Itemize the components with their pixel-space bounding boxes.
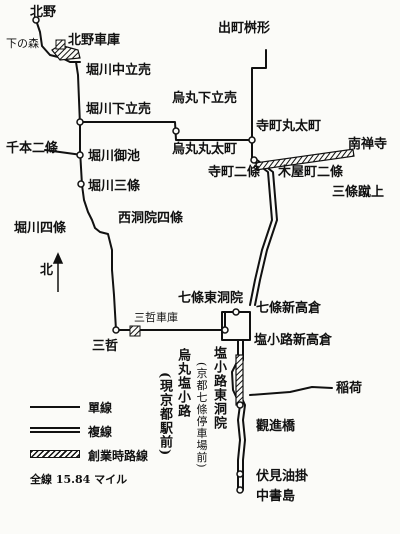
label-horikawa-sanjo: 堀川三條 <box>88 179 141 194</box>
line-shimodachiuri <box>79 121 251 141</box>
line-loop <box>221 311 251 341</box>
label-teramachi-nijo: 寺町二條 <box>208 165 261 180</box>
label-inari: 稲荷 <box>336 381 363 396</box>
label-teramachi-marutamachi: 寺町丸太町 <box>256 119 322 134</box>
stop-teramachi-marutamachi <box>248 136 256 144</box>
label-karasuma-shiokoji: 烏丸塩小路 <box>175 348 190 418</box>
legend-original-swatch <box>30 450 80 458</box>
label-shiokoji-shintakakura: 塩小路新高倉 <box>254 333 333 348</box>
stop-horikawa-oike <box>76 151 84 159</box>
line-demachi <box>251 49 267 161</box>
legend-double-swatch <box>30 427 80 433</box>
line-horikawa <box>75 61 117 331</box>
legend-double-label: 複線 <box>88 425 113 439</box>
stop-horikawa-shimodachiuri <box>76 118 84 126</box>
label-karasuma-shimodachiuri: 烏丸下立売 <box>172 91 238 106</box>
legend-single: 單線 <box>30 398 200 416</box>
original-route-south <box>235 354 244 406</box>
line-senbon <box>44 149 83 156</box>
label-kanshin-bashi: 觀進橋 <box>256 419 296 434</box>
kitano-depot-marker <box>55 39 66 50</box>
legend-single-swatch <box>30 406 80 408</box>
legend-original: 創業時路線 <box>30 446 200 464</box>
label-karasuma-shiokoji-note: (現京都駅前) <box>157 372 172 457</box>
line-kitano <box>35 19 81 63</box>
label-kitano-depot: 北野車庫 <box>68 33 121 48</box>
label-karasuma-marutamachi: 烏丸丸太町 <box>172 142 238 157</box>
stop-sanzai <box>112 326 120 334</box>
stop-fushimi <box>236 470 244 478</box>
label-fushimi-aburakake: 伏見油掛 <box>256 469 309 484</box>
label-sanzai-depot: 三哲車庫 <box>134 311 178 324</box>
label-shichijo-higashinotoin: 七條東洞院 <box>178 291 244 306</box>
stop-teramachi-nijo <box>250 156 258 164</box>
label-sanjo-keage: 三條蹴上 <box>332 185 385 200</box>
label-minamizenji: 南禅寺 <box>348 137 388 152</box>
label-demachi: 出町桝形 <box>218 21 271 36</box>
legend-single-label: 單線 <box>88 401 113 415</box>
line-inari <box>249 386 333 396</box>
label-chushojima: 中書島 <box>256 489 296 504</box>
label-shiokoji-higashinotoin: 塩小路東洞院 <box>211 346 226 430</box>
label-nishinotoin-shijo: 西洞院四條 <box>118 211 184 226</box>
legend-original-label: 創業時路線 <box>88 449 149 463</box>
label-kiyamachi-nijo: 木屋町二條 <box>278 165 344 180</box>
stop-karasuma <box>172 127 180 135</box>
stop-horikawa-sanjo <box>77 180 85 188</box>
label-shiokoji-higashinotoin-note: (京都七條停車場前) <box>195 362 208 469</box>
label-kitano: 北野 <box>30 5 57 20</box>
north-arrow <box>52 252 64 292</box>
label-shimonomori: 下の森 <box>6 37 39 50</box>
label-shichijo-shintakakura: 七條新高倉 <box>256 301 322 316</box>
label-horikawa-shijo: 堀川四條 <box>14 221 67 236</box>
compass-label: 北 <box>40 263 54 278</box>
stop-kanshin <box>236 401 244 409</box>
legend-total-length: 全線 15.84 マイル <box>30 473 128 486</box>
label-sanzai: 三哲 <box>92 339 119 354</box>
label-senbon-nijo: 千本二條 <box>6 141 59 156</box>
legend-double: 複線 <box>30 422 200 440</box>
stop-shiokoji <box>221 326 229 334</box>
label-horikawa-nakadachiuri: 堀川中立売 <box>86 63 152 78</box>
line-teramachi-south <box>249 159 273 306</box>
stop-shichijo <box>232 308 240 316</box>
stop-kitano <box>32 16 40 24</box>
stop-chushojima <box>236 486 244 494</box>
sanzai-depot-marker <box>129 325 141 337</box>
label-horikawa-shimodachiuri: 堀川下立売 <box>86 102 152 117</box>
label-horikawa-oike: 堀川御池 <box>88 149 141 164</box>
original-route-east <box>255 148 355 171</box>
line-teramachi-south-2 <box>254 159 278 306</box>
